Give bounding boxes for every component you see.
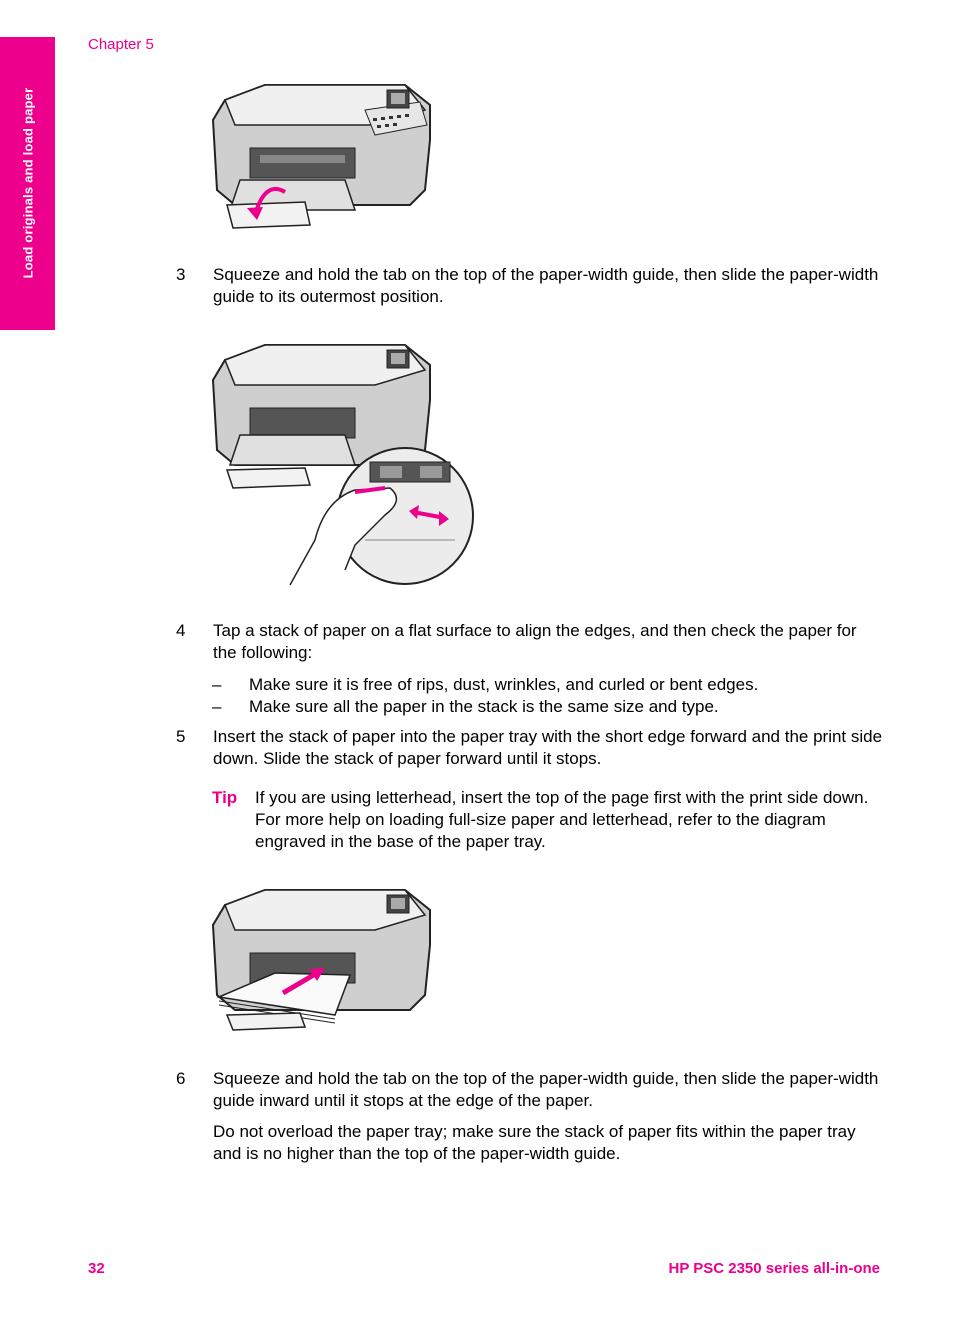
tip-label: Tip <box>212 788 238 807</box>
page-number: 32 <box>88 1260 105 1277</box>
step-text: Squeeze and hold the tab on the top of t… <box>213 1069 879 1110</box>
overload-warning: Do not overload the paper tray; make sur… <box>213 1122 856 1163</box>
step-text: Insert the stack of paper into the paper… <box>213 727 883 768</box>
bullet-dash: – <box>212 675 222 694</box>
product-title: HP PSC 2350 series all-in-one <box>668 1260 881 1277</box>
bullet-text: Make sure all the paper in the stack is … <box>249 697 719 716</box>
tip-text: If you are using letterhead, insert the … <box>255 788 869 851</box>
insert-paper-illustration <box>211 889 431 1031</box>
bullet-text: Make sure it is free of rips, dust, wrin… <box>249 675 759 694</box>
side-tab-label: Load originals and load paper <box>20 87 36 279</box>
printer-tray-extender-illustration <box>211 84 431 229</box>
chapter-header: Chapter 5 <box>88 36 154 53</box>
step-number: 4 <box>176 621 186 640</box>
bullet-dash: – <box>212 697 222 716</box>
paper-width-guide-illustration <box>211 344 474 586</box>
step-text: Tap a stack of paper on a flat surface t… <box>213 621 857 662</box>
section-side-tab: Load originals and load paper <box>0 37 55 330</box>
step-text: Squeeze and hold the tab on the top of t… <box>213 265 879 306</box>
step-number: 6 <box>176 1069 186 1088</box>
step-number: 5 <box>176 727 186 746</box>
step-number: 3 <box>176 265 186 284</box>
